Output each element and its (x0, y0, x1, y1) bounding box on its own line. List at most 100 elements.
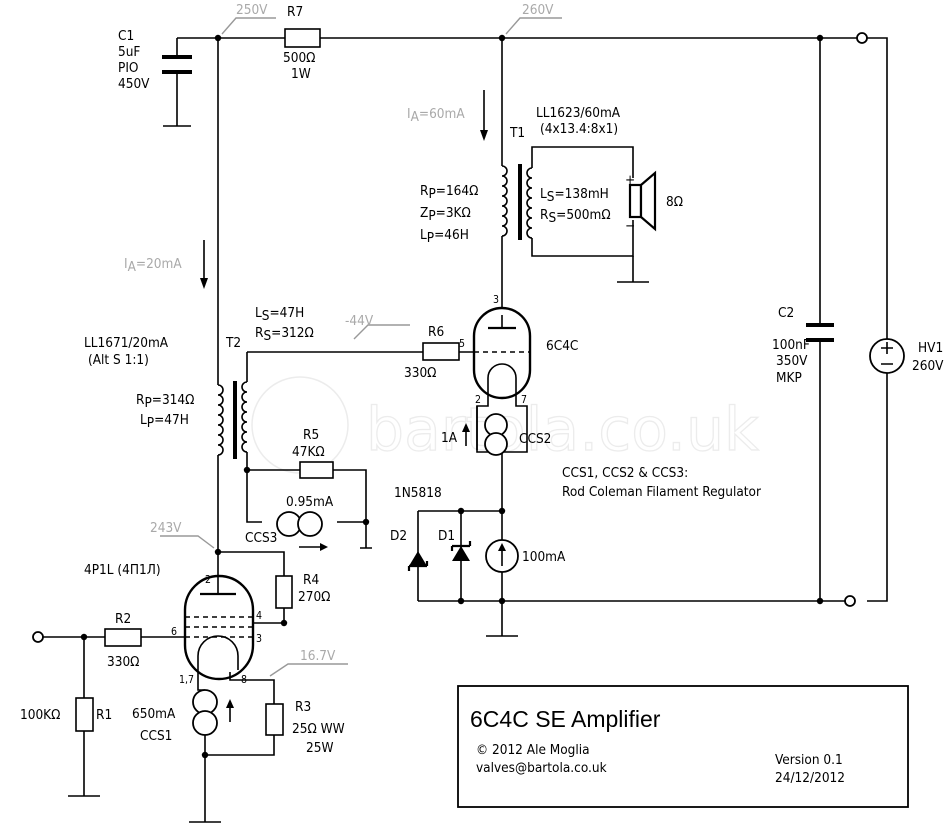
ccs1-current-source[interactable] (189, 689, 275, 823)
current-source-100ma[interactable] (485, 539, 519, 573)
speaker-icon[interactable] (628, 170, 657, 232)
c1-value: 5uF (118, 44, 140, 60)
voltage-243: 243V (150, 520, 182, 536)
v1-name: 4P1L (4П1Л) (84, 562, 161, 578)
voltage-16-7: 16.7V (300, 648, 336, 664)
resistor-r5[interactable] (299, 461, 334, 479)
r1-name: R1 (96, 707, 112, 723)
r5-name: R5 (303, 427, 319, 443)
terminal-bottom[interactable] (844, 595, 856, 607)
voltage-260: 260V (522, 2, 554, 18)
ccs3-current-source[interactable] (276, 511, 328, 551)
svg-text:LP=47H: LP=47H (140, 412, 189, 431)
svg-text:LS=138mH: LS=138mH (540, 186, 609, 205)
note-line2: Rod Coleman Filament Regulator (562, 484, 761, 500)
r3-value: 25Ω WW (292, 721, 345, 737)
terminal-top[interactable] (856, 32, 868, 44)
svg-text:RP=314Ω: RP=314Ω (136, 392, 194, 411)
ccs2-current-source[interactable] (462, 406, 508, 456)
r7-power: 1W (291, 66, 311, 82)
r7-value: 500Ω (283, 50, 315, 66)
resistor-r7[interactable] (284, 28, 321, 48)
svg-text:6: 6 (171, 626, 177, 638)
svg-text:8: 8 (241, 674, 247, 686)
hv1-value: 260V (912, 358, 944, 374)
title-block: 6C4C SE Amplifier © 2012 Ale Moglia valv… (457, 685, 909, 808)
filament-supply (417, 478, 851, 637)
watermark-text: bartola.co.uk (366, 395, 759, 465)
resistor-r2[interactable] (104, 628, 142, 647)
input-terminal[interactable] (32, 631, 44, 643)
r7-name: R7 (287, 4, 303, 20)
r4-value: 270Ω (298, 589, 330, 605)
svg-text:3: 3 (256, 633, 262, 645)
speaker-minus: − (625, 218, 635, 234)
t2-primary[interactable] (160, 38, 285, 576)
date: 24/12/2012 (775, 770, 845, 786)
d1-name: D1 (438, 528, 455, 544)
svg-text:IA=20mA: IA=20mA (124, 256, 182, 275)
speaker-plus: + (625, 172, 635, 188)
triode-6c4c[interactable] (472, 306, 532, 478)
resistor-r6[interactable] (422, 342, 460, 361)
t1-ratio: (4x13.4:8x1) (540, 121, 618, 137)
ccs1-name: CCS1 (140, 728, 172, 744)
c2-voltage: 350V (776, 353, 808, 369)
c2-value: 100nF (772, 337, 810, 353)
r3-power: 25W (306, 740, 333, 756)
speaker-value: 8Ω (666, 194, 683, 210)
voltage-250: 250V (236, 2, 268, 18)
t2-part: LL1671/20mA (84, 335, 169, 351)
pentode-4p1l[interactable] (183, 574, 275, 704)
r5-value: 47KΩ (292, 444, 325, 460)
c2-name: C2 (778, 305, 794, 321)
copyright: © 2012 Ale Moglia (476, 742, 590, 758)
r3-name: R3 (295, 699, 311, 715)
svg-text:RS=500mΩ: RS=500mΩ (540, 207, 611, 226)
svg-text:RP=164Ω: RP=164Ω (420, 183, 478, 202)
v2-name: 6C4C (546, 338, 578, 354)
resistor-r3[interactable] (265, 703, 284, 736)
svg-text:2: 2 (205, 574, 211, 586)
voltage-neg44: -44V (345, 313, 374, 329)
c1-type: PIO (118, 60, 138, 76)
resistor-r1[interactable] (75, 697, 94, 732)
schematic-title: 6C4C SE Amplifier (470, 706, 661, 732)
svg-text:IA=60mA: IA=60mA (407, 106, 465, 125)
ccs3-current: 0.95mA (286, 494, 334, 510)
t2-alt: (Alt S 1:1) (88, 352, 149, 368)
top-rail (177, 17, 868, 44)
svg-text:4: 4 (256, 610, 262, 622)
svg-text:7: 7 (521, 394, 527, 406)
email: valves@bartola.co.uk (476, 760, 607, 776)
capacitor-c2[interactable] (806, 38, 834, 601)
diode-d1[interactable] (450, 541, 472, 561)
c1-voltage: 450V (118, 76, 150, 92)
d2-name: D2 (390, 528, 407, 544)
svg-text:1,7: 1,7 (179, 674, 194, 686)
t2-secondary (241, 324, 474, 549)
r2-name: R2 (115, 611, 131, 627)
transformer-t1[interactable] (501, 38, 649, 315)
r4-name: R4 (303, 572, 319, 588)
r1-value: 100KΩ (20, 707, 60, 723)
diode-d2[interactable] (407, 551, 429, 571)
svg-text:3: 3 (493, 294, 499, 306)
isrc-current: 100mA (522, 549, 566, 565)
svg-text:ZP=3KΩ: ZP=3KΩ (420, 205, 471, 224)
ccs1-current: 650mA (132, 706, 176, 722)
t1-name: T1 (509, 125, 525, 141)
resistor-r4[interactable] (275, 575, 293, 609)
svg-text:LS=47H: LS=47H (255, 305, 304, 324)
watermark: bartola.co.uk (251, 376, 760, 474)
r6-name: R6 (428, 324, 444, 340)
svg-text:LP=46H: LP=46H (420, 227, 469, 246)
ccs2-name: CCS2 (519, 431, 551, 447)
c2-type: MKP (776, 370, 802, 386)
voltage-source-hv1[interactable] (867, 37, 905, 602)
capacitor-c1[interactable] (162, 38, 192, 127)
svg-text:5: 5 (459, 338, 465, 350)
diode-type: 1N5818 (394, 485, 442, 501)
t1-part: LL1623/60mA (536, 105, 621, 121)
